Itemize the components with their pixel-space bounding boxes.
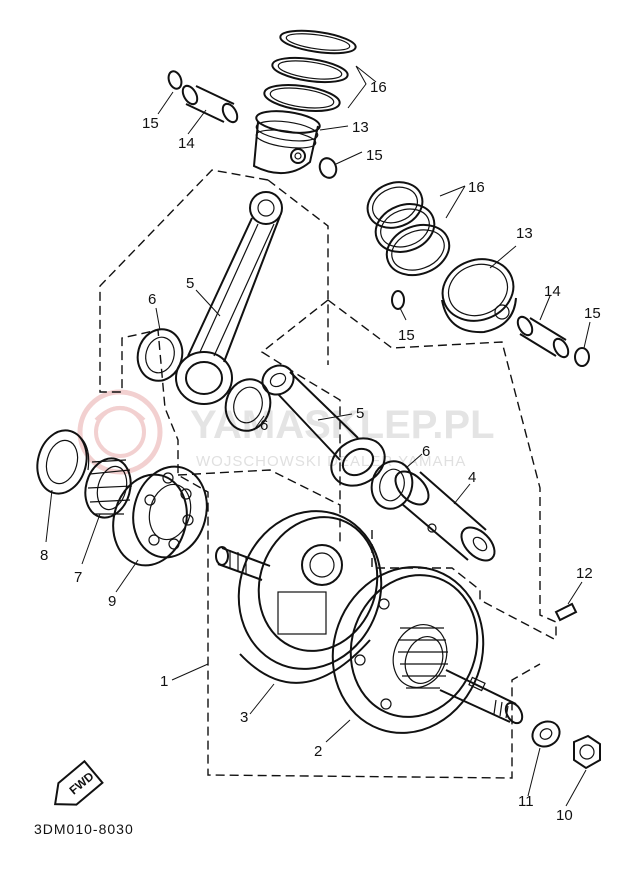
callout-9: 9 [108, 593, 116, 610]
fwd-arrow-icon: FWD [53, 759, 104, 806]
callout-8: 8 [40, 547, 48, 564]
callout-6-middle: 6 [260, 417, 268, 434]
watermark-subtitle: WOJSCHOWSKI DEALER YAMAHA [196, 453, 466, 470]
callout-11: 11 [518, 793, 534, 810]
crank-pin [394, 470, 496, 562]
crank-left-half [215, 510, 383, 684]
callout-16-top: 16 [370, 79, 387, 96]
piston-right [441, 258, 517, 334]
callout-15-far-right: 15 [584, 305, 601, 322]
piston-top [252, 110, 321, 174]
watermark: YAMASKLEP.PL WOJSCHOWSKI DEALER YAMAHA [77, 389, 495, 475]
callout-10: 10 [556, 807, 573, 824]
woodruff-key [554, 602, 578, 622]
callout-13-right: 13 [516, 225, 533, 242]
circlip-right-right [574, 347, 590, 367]
piston-pin-top [181, 84, 239, 124]
callout-3: 3 [240, 709, 248, 726]
callout-14-right: 14 [544, 283, 561, 300]
thrust-washer-middle [224, 378, 272, 432]
ball-bearing [112, 465, 208, 567]
crank-nut [573, 734, 601, 770]
callout-16-right: 16 [468, 179, 485, 196]
plain-washer [531, 720, 561, 748]
connecting-rod-right [261, 364, 386, 487]
piston-rings-top [263, 29, 357, 113]
callout-14-top: 14 [178, 135, 195, 152]
crank-right-half [331, 566, 524, 734]
callout-15-right: 15 [398, 327, 415, 344]
callout-4: 4 [468, 469, 476, 486]
callout-6-right: 6 [422, 443, 430, 460]
callout-12: 12 [576, 565, 593, 582]
callout-15-top-left: 15 [142, 115, 159, 132]
circlip-right-left [391, 290, 405, 310]
assembly-outline-left [99, 169, 541, 779]
callout-13-top: 13 [352, 119, 369, 136]
callout-7: 7 [74, 569, 82, 586]
connecting-rod-left [175, 191, 283, 405]
callout-2: 2 [314, 743, 322, 760]
callout-6-left: 6 [148, 291, 156, 308]
piston-pin-right [516, 315, 570, 359]
callout-5-left: 5 [186, 275, 194, 292]
circlip-top-left [167, 70, 183, 90]
watermark-title: YAMASKLEP.PL [190, 403, 495, 447]
oil-seal [36, 429, 90, 495]
drawing-code: 3DM010-8030 [34, 821, 134, 837]
leader-lines [45, 65, 591, 807]
piston-rings-right [366, 181, 451, 277]
callout-5-right: 5 [356, 405, 364, 422]
callout-15-top-right: 15 [366, 147, 383, 164]
circlip-top-right [318, 157, 338, 179]
callouts: 16 13 15 15 14 16 13 14 15 15 5 6 6 5 6 … [40, 79, 601, 824]
assembly-outline-right [177, 299, 557, 641]
thrust-washer-left-upper [136, 328, 184, 382]
callout-1: 1 [160, 673, 168, 690]
needle-bearing [84, 457, 133, 519]
